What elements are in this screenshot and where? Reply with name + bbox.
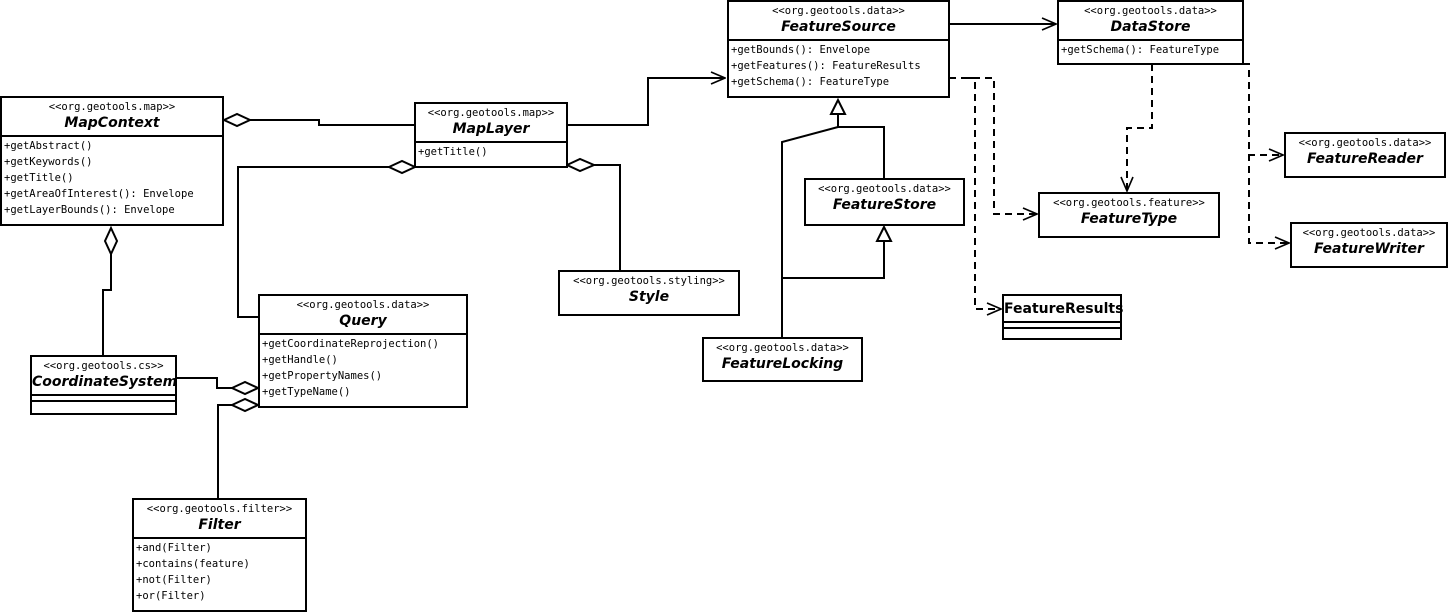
generalization-featurelocking-featuresource: [781, 126, 839, 337]
dependency-featuresource-featureresults: [967, 77, 1001, 309]
class-name: MapLayer: [452, 121, 530, 137]
stereotype-label: <<org.geotools.data>>: [296, 299, 430, 311]
operation: +getTitle(): [418, 146, 488, 158]
class-mapcontext[interactable]: <<org.geotools.map>> MapContext +getAbst…: [0, 96, 224, 226]
class-datastore[interactable]: <<org.geotools.data>> DataStore +getSche…: [1057, 0, 1244, 65]
operations-list: +getSchema(): FeatureType: [1059, 41, 1242, 59]
operations-list: +getCoordinateReprojection() +getHandle(…: [260, 335, 466, 401]
operations-list: +and(Filter) +contains(feature) +not(Fil…: [134, 539, 305, 605]
class-name: Style: [628, 289, 670, 305]
class-name: FeatureSource: [781, 19, 896, 35]
aggregation-diamond-mapcontext: [221, 112, 253, 128]
class-featuretype[interactable]: <<org.geotools.feature>> FeatureType: [1038, 192, 1220, 238]
class-name: CoordinateSystem: [32, 374, 178, 390]
operation: +getLayerBounds(): Envelope: [4, 204, 175, 216]
class-name: FeatureResults: [1004, 301, 1124, 317]
class-featureresults[interactable]: FeatureResults: [1002, 294, 1124, 340]
aggregation-mapcontext-maplayer: [250, 119, 414, 126]
class-style[interactable]: <<org.geotools.styling>> Style: [558, 270, 740, 316]
dependency-datastore-featurewriter: [1243, 63, 1289, 243]
class-name: FeatureStore: [832, 197, 937, 213]
class-name: FeatureType: [1080, 211, 1178, 227]
stereotype-label: <<org.geotools.feature>>: [1053, 197, 1205, 209]
operation: +not(Filter): [136, 574, 212, 586]
stereotype-label: <<org.geotools.styling>>: [573, 275, 725, 287]
aggregation-mapcontext-cs: [102, 254, 112, 355]
aggregation-maplayer-query: [237, 166, 389, 318]
class-name: FeatureLocking: [721, 356, 844, 372]
operation: +contains(feature): [136, 558, 250, 570]
generalization-triangle-featuresource: [829, 97, 847, 115]
operation: +getKeywords(): [4, 156, 93, 168]
operation: +getSchema(): FeatureType: [731, 76, 890, 88]
class-filter[interactable]: <<org.geotools.filter>> Filter +and(Filt…: [132, 498, 307, 612]
operations-list: +getTitle(): [416, 143, 566, 161]
operation: +getBounds(): Envelope: [731, 44, 871, 56]
stereotype-label: <<org.geotools.data>>: [1298, 137, 1432, 149]
aggregation-maplayer-style: [594, 164, 621, 270]
aggregation-diamond-maplayer-style: [564, 157, 597, 173]
operation: +getAreaOfInterest(): Envelope: [4, 188, 194, 200]
operation: +getCoordinateReprojection(): [262, 338, 440, 350]
operations-list: +getAbstract() +getKeywords() +getTitle(…: [2, 137, 222, 219]
operations-list: +getBounds(): Envelope +getFeatures(): F…: [729, 41, 948, 91]
class-name: FeatureWriter: [1314, 241, 1424, 257]
operation: +getTitle(): [4, 172, 74, 184]
class-query[interactable]: <<org.geotools.data>> Query +getCoordina…: [258, 294, 468, 408]
stereotype-label: <<org.geotools.filter>>: [146, 503, 293, 515]
aggregation-diamond-maplayer-query: [386, 159, 418, 175]
class-name: MapContext: [64, 115, 160, 131]
operation: +getSchema(): FeatureType: [1061, 44, 1220, 56]
aggregation-diamond-mapcontext-cs: [103, 225, 119, 257]
class-name: FeatureReader: [1307, 151, 1423, 167]
operation: +and(Filter): [136, 542, 212, 554]
stereotype-label: <<org.geotools.map>>: [427, 107, 555, 119]
stereotype-label: <<org.geotools.data>>: [1302, 227, 1436, 239]
operation: +or(Filter): [136, 590, 206, 602]
aggregation-query-filter: [217, 404, 232, 498]
stereotype-label: <<org.geotools.data>>: [818, 183, 951, 195]
class-name: Filter: [198, 517, 241, 533]
class-featurewriter[interactable]: <<org.geotools.data>> FeatureWriter: [1290, 222, 1448, 268]
operations-list: [32, 402, 175, 406]
class-name: Query: [339, 313, 387, 329]
class-coordinatesystem[interactable]: <<org.geotools.cs>> CoordinateSystem: [30, 355, 177, 415]
generalization-featurestore-featuresource: [837, 114, 885, 178]
operation: +getFeatures(): FeatureResults: [731, 60, 921, 72]
attributes-compartment: [1004, 323, 1120, 329]
stereotype-label: <<org.geotools.cs>>: [43, 360, 164, 372]
operation: +getTypeName(): [262, 386, 351, 398]
stereotype-label: <<org.geotools.map>>: [48, 101, 176, 113]
class-featurereader[interactable]: <<org.geotools.data>> FeatureReader: [1284, 132, 1446, 178]
association-maplayer-featuresource: [567, 78, 725, 126]
class-featurestore[interactable]: <<org.geotools.data>> FeatureStore: [804, 178, 965, 226]
operation: +getHandle(): [262, 354, 338, 366]
dependency-featuresource-featuretype: [949, 77, 1037, 214]
stereotype-label: <<org.geotools.data>>: [1084, 5, 1217, 17]
operations-list: [1004, 329, 1120, 333]
operation: +getAbstract(): [4, 140, 93, 152]
aggregation-diamond-query-filter: [229, 397, 261, 413]
class-name: DataStore: [1110, 19, 1191, 35]
class-featurelocking[interactable]: <<org.geotools.data>> FeatureLocking: [702, 337, 863, 382]
generalization-featurelocking-featurestore: [782, 241, 885, 279]
generalization-triangle-featurestore: [875, 224, 893, 242]
stereotype-label: <<org.geotools.data>>: [716, 342, 849, 354]
aggregation-query-cs: [176, 377, 232, 389]
stereotype-label: <<org.geotools.data>>: [772, 5, 905, 17]
class-maplayer[interactable]: <<org.geotools.map>> MapLayer +getTitle(…: [414, 102, 568, 168]
operation: +getPropertyNames(): [262, 370, 383, 382]
dependency-datastore-featuretype: [1127, 64, 1153, 191]
aggregation-diamond-query-cs: [229, 380, 261, 396]
attributes-compartment: [32, 396, 175, 402]
class-featuresource[interactable]: <<org.geotools.data>> FeatureSource +get…: [727, 0, 950, 98]
